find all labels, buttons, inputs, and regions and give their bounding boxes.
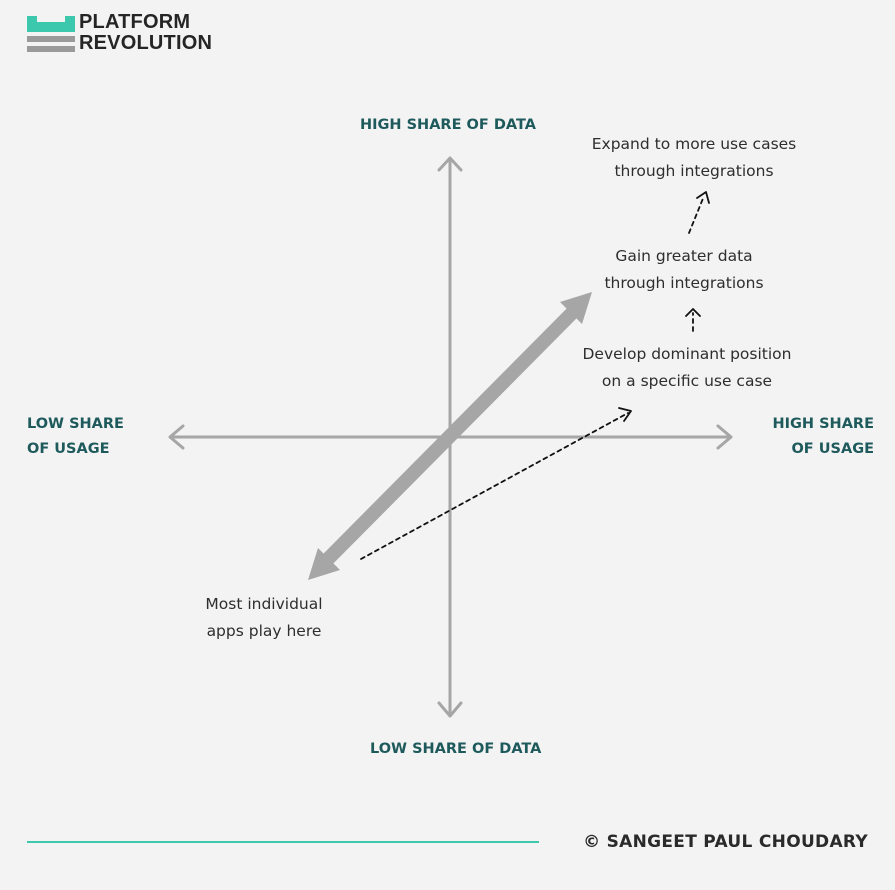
annotation-most: Most individual apps play here: [188, 591, 340, 645]
footer-divider: [27, 841, 539, 843]
logo-text: PLATFORM REVOLUTION: [79, 12, 212, 54]
axis-label-right-line-1: HIGH SHARE: [772, 416, 875, 432]
axis-label-left-line-1: LOW SHARE: [27, 416, 124, 432]
dotted-arrow-expand-line: [688, 195, 705, 234]
dotted-arrow-expand-head: [696, 191, 710, 204]
logo-line-2: REVOLUTION: [79, 32, 213, 54]
annotation-expand-line-1: Expand to more use cases: [591, 135, 797, 153]
dotted-arrow-gain-head: [685, 308, 701, 317]
axis-label-bottom: LOW SHARE OF DATA: [370, 741, 542, 757]
annotation-develop-line-2: on a specific use case: [601, 372, 773, 390]
annotation-develop: Develop dominant position on a specific …: [567, 341, 807, 395]
horizontal-axis-right-arrowhead: [716, 424, 733, 450]
logo-mark-icon: [27, 16, 75, 52]
axis-label-top: HIGH SHARE OF DATA: [360, 117, 536, 133]
vertical-axis-top-arrowhead: [437, 156, 463, 172]
annotation-gain-line-2: through integrations: [604, 274, 764, 292]
annotation-gain: Gain greater data through integrations: [584, 243, 784, 297]
dotted-arrow-develop-line: [360, 412, 629, 560]
annotation-develop-line-1: Develop dominant position: [582, 345, 792, 363]
annotation-expand-line-2: through integrations: [614, 162, 774, 180]
annotation-gain-line-1: Gain greater data: [615, 247, 753, 265]
axis-label-right: HIGH SHARE OF USAGE: [773, 412, 875, 462]
vertical-axis-bottom-arrowhead: [437, 701, 463, 718]
annotation-most-line-2: apps play here: [206, 622, 322, 640]
annotation-expand: Expand to more use cases through integra…: [573, 131, 815, 185]
dotted-arrow-develop-head: [618, 407, 632, 422]
logo-line-1: PLATFORM: [79, 11, 191, 33]
axis-label-right-line-2: OF USAGE: [791, 441, 874, 457]
axis-label-left-line-2: OF USAGE: [27, 441, 110, 457]
platform-revolution-logo: PLATFORM REVOLUTION: [27, 12, 227, 56]
annotation-most-line-1: Most individual: [205, 595, 323, 613]
horizontal-axis-left-arrowhead: [168, 424, 185, 450]
diagonal-arrow-head-bottom: [308, 548, 340, 580]
copyright-text: © SANGEET PAUL CHOUDARY: [583, 832, 868, 852]
diagonal-arrow-head-top: [560, 292, 592, 324]
axis-label-left: LOW SHARE OF USAGE: [27, 412, 124, 462]
diagonal-double-arrow: [308, 292, 592, 580]
